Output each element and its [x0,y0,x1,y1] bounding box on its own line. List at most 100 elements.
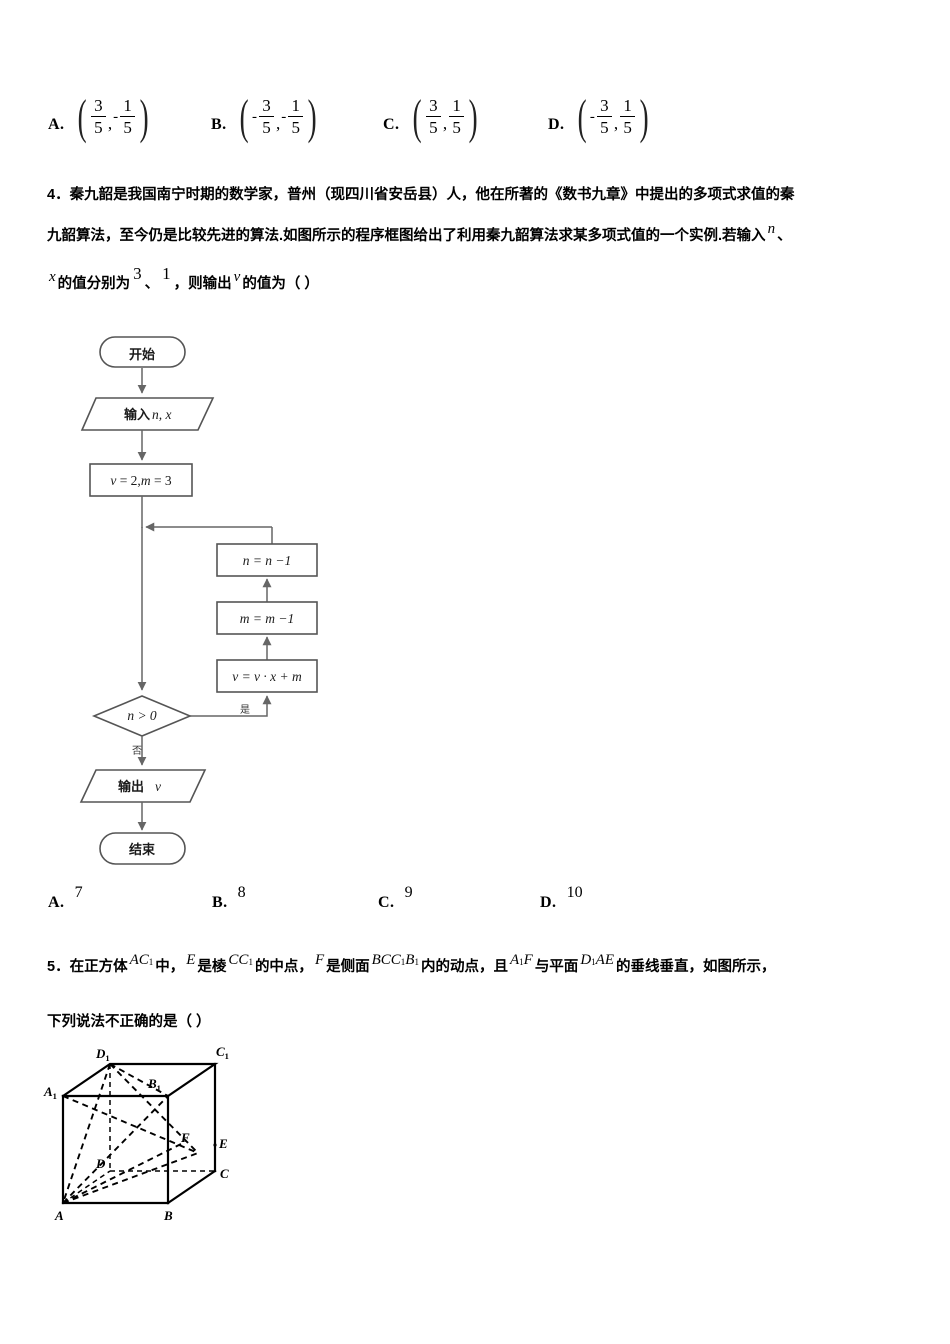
fraction-second: 1 5 [120,96,136,138]
math-A1F: A1F [508,952,535,968]
denominator: 5 [123,118,132,138]
flow-branch-no-label: 否 [132,745,142,757]
flow-box-m-shape [216,601,318,635]
cube-label-C1: C1 [216,1044,229,1061]
q4-option-a-letter: A. [48,894,65,911]
init-m: m [141,473,151,488]
fraction-bar [596,116,612,118]
math-D1AE-base: D [580,952,592,968]
option-d[interactable]: D. ( - 3 5 , 1 5 ) [548,89,652,145]
question-4-text: 的值为（ ） [242,276,319,292]
q4-option-b-letter: B. [212,894,228,911]
flow-start-label: 开始 [129,347,155,362]
numerator: 3 [94,96,103,115]
numerator: 3 [262,96,271,115]
denominator: 5 [291,118,301,138]
right-paren-icon: ) [139,89,149,145]
question-5-line-2: 下列说法不正确的是（ ） [47,1010,211,1031]
numerator: 3 [429,96,438,115]
denominator: 5 [94,118,103,138]
flow-end-shape [99,832,186,865]
fraction-bar [90,116,106,118]
left-paren-icon: ( [412,89,422,145]
math-D1AE-sub: 1 [591,957,596,967]
cube-label-B1: B1 [147,1076,161,1093]
option-c[interactable]: C. ( 3 5 , 1 5 ) [383,89,481,145]
question-5-text: 是棱 [197,959,227,975]
cube-label-A: A [54,1208,64,1223]
flow-input-shape [80,397,215,431]
cube-label-D: D [95,1156,106,1171]
denominator: 5 [429,118,438,138]
option-a-value: 3 5 , - 1 5 [90,96,136,137]
cube-label-C1-sub: 1 [225,1051,229,1061]
flow-output-var: v [155,779,161,794]
question-5-text: 中， [155,959,185,975]
math-F: F [314,952,325,968]
option-c-letter: C. [383,115,400,133]
math-A1F-b: F [523,952,533,968]
q4-option-d[interactable]: D. 10 [540,884,583,912]
flow-box-v-shape [216,659,318,693]
option-d-value: - 3 5 , 1 5 [590,96,636,137]
flow-yes-branch-line [190,695,272,717]
question-4-text: 九韶算法，至今仍是比较先进的算法.如图所示的程序框图给出了利用秦九韶算法求某多项… [47,228,766,244]
flow-input-label: 输入 [124,407,150,422]
q4-option-a[interactable]: A. 7 [48,884,83,912]
q4-option-b[interactable]: B. 8 [212,884,246,912]
comma: , [107,114,113,134]
question-5-text: 的中点， [254,959,313,975]
math-D1AE-b: AE [595,952,614,968]
math-AC1: AC1 [128,952,156,968]
left-paren-icon: ( [239,89,249,145]
q4-option-c-value: 9 [404,884,413,901]
point-E-marker [213,1143,217,1147]
separator: 、 [144,276,160,292]
math-BCC1B1-sub2: 1 [414,957,419,967]
left-paren-icon: ( [77,89,87,145]
option-a[interactable]: A. ( 3 5 , - 1 5 ) [48,89,152,145]
cube-label-D1-base: D [95,1046,106,1061]
minus-sign: - [113,108,119,125]
math-CC1-sub: 1 [248,957,253,967]
math-BCC1B1: BCC1B1 [370,952,421,968]
cube-label-B: B [163,1208,173,1223]
cube-label-A1-base: A [43,1084,53,1099]
right-paren-icon: ) [639,89,649,145]
minus-sign: - [252,108,257,125]
q4-option-b-value: 8 [237,884,246,901]
math-BCC1B1-sub1: 1 [400,957,406,967]
question-5-text: 与平面 [534,959,579,975]
q4-option-c-letter: C. [378,894,395,911]
q4-option-d-letter: D. [540,894,557,911]
cube-line-AE [62,1152,199,1204]
fraction-first: 3 5 [90,96,106,138]
math-AC1-sub: 1 [148,957,154,967]
cube-label-E: E [218,1136,228,1151]
fraction-second: 1 5 [288,96,304,138]
comma: , [276,114,281,134]
numerator: 1 [291,96,301,115]
init-v: v [110,473,116,488]
flow-output-label: 输出 [118,779,144,794]
math-A1F-sub: 1 [519,957,524,967]
minus-sign: - [589,108,595,125]
question-5-text: 是侧面 [326,959,370,975]
cube-label-A1-sub: 1 [53,1091,57,1101]
variable-x: x [49,269,56,285]
fraction-bar [120,116,136,118]
q4-option-a-value: 7 [74,884,83,901]
flow-decision-label: n > 0 [127,708,157,723]
question-4-text: 4．秦九韶是我国南宁时期的数学家，普州（现四川省安岳县）人，他在所著的《数书九章… [47,187,795,203]
option-b[interactable]: B. ( - 3 5 , - 1 5 ) [211,89,321,145]
option-b-letter: B. [211,115,227,133]
q4-option-c[interactable]: C. 9 [378,884,413,912]
cube-edge-BC [166,1169,217,1205]
numerator: 3 [600,96,609,115]
math-A1F-base: A [509,952,520,968]
variable-v: v [233,269,241,285]
cube-figure: A B C D A1 B1 C1 D1 E F [38,1040,278,1225]
fraction-first: 3 5 [259,96,274,137]
